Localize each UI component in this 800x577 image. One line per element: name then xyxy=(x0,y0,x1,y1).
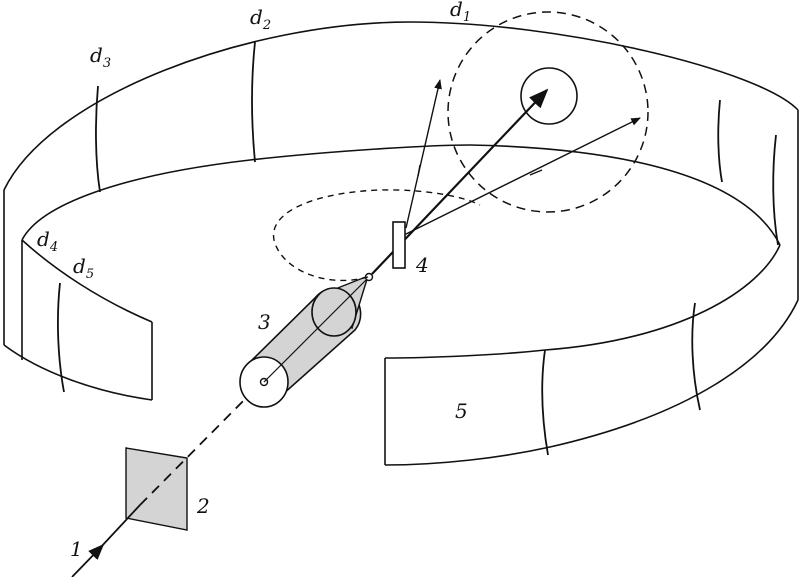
beam-dashed xyxy=(139,381,263,506)
line-front-2 xyxy=(691,302,701,411)
line-right-2 xyxy=(772,134,779,246)
film-top-edge xyxy=(3,21,799,191)
diffraction-cone-circle xyxy=(447,11,649,213)
label-d2: d2 xyxy=(250,5,271,33)
line-d3 xyxy=(95,85,101,193)
label-slit: 2 xyxy=(196,494,210,518)
ray-up xyxy=(405,79,442,229)
diffracted-rays xyxy=(371,79,641,275)
line-d2 xyxy=(251,41,256,163)
film-left-inner xyxy=(21,239,153,323)
rotation-circle xyxy=(272,189,481,282)
ray-right xyxy=(399,117,641,238)
line-d5-left xyxy=(57,282,65,393)
label-beam: 1 xyxy=(70,537,83,561)
diffraction-lines xyxy=(57,41,779,456)
label-d1: d1 xyxy=(450,0,471,25)
label-d5: d5 xyxy=(73,254,94,282)
film-front-right-top xyxy=(384,244,781,359)
label-film: 5 xyxy=(455,399,468,423)
label-d4: d4 xyxy=(37,227,58,255)
beam-solid-to-slit xyxy=(99,504,141,549)
label-d3: d3 xyxy=(90,43,111,71)
label-sample: 4 xyxy=(415,253,429,277)
film-front-right-bottom xyxy=(384,299,799,466)
film-left-bottom xyxy=(3,344,153,401)
line-right-1 xyxy=(717,99,723,183)
direct-beam-spot xyxy=(520,67,578,125)
ray-up-mid-tick xyxy=(417,164,421,177)
line-front-1 xyxy=(541,349,549,456)
collimator-axis xyxy=(263,277,369,383)
collimator xyxy=(239,272,374,408)
sample xyxy=(392,221,406,269)
label-collimator: 3 xyxy=(258,310,271,334)
incident-beam xyxy=(71,543,105,577)
ray-right-mid-tick xyxy=(529,169,543,176)
